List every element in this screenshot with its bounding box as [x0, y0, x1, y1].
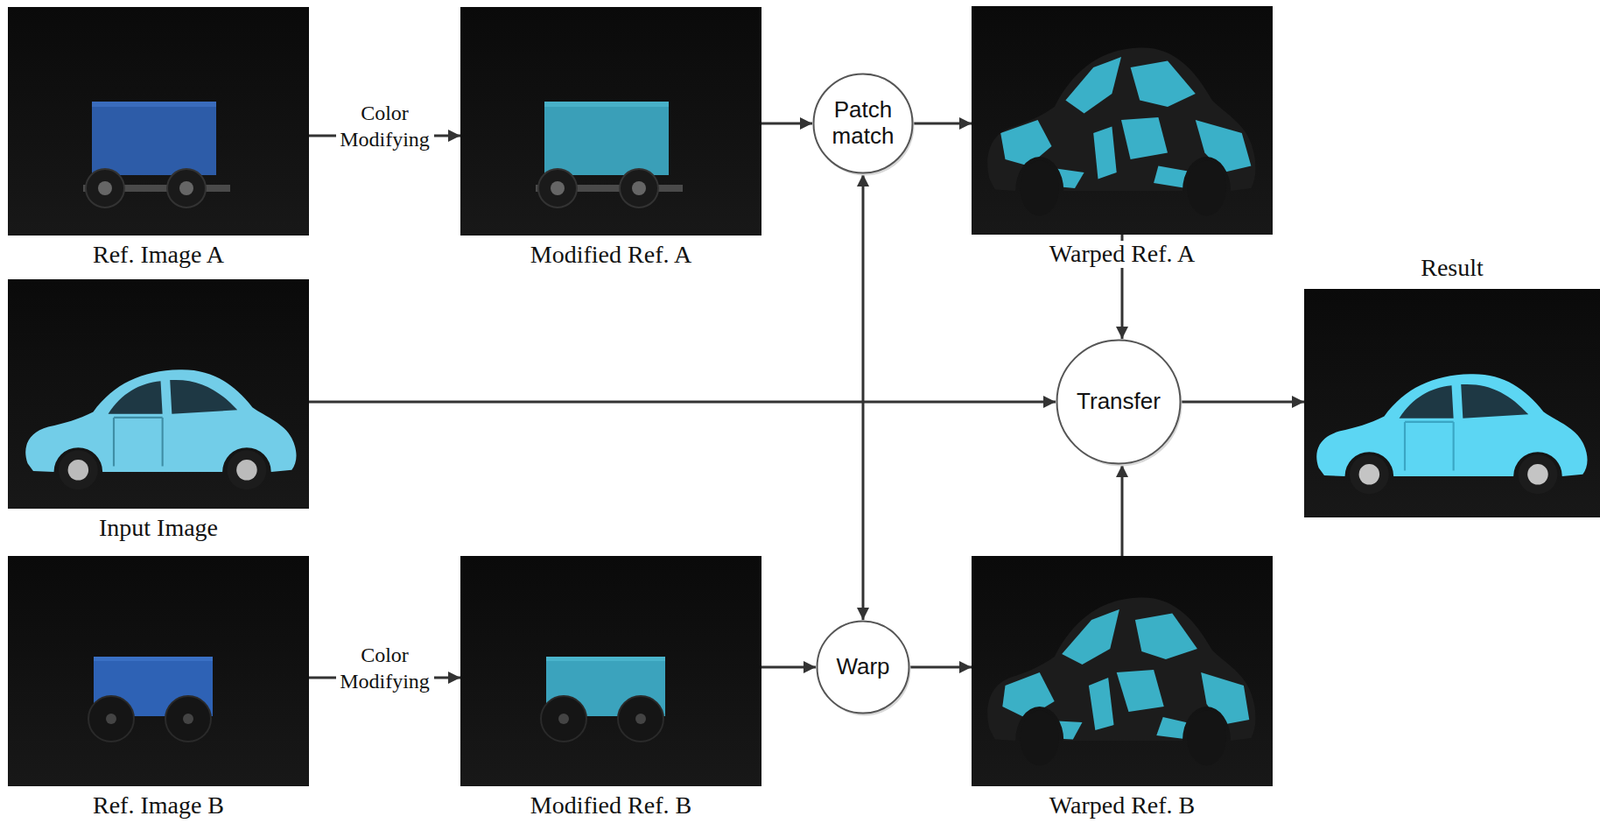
image-caption: Input Image	[95, 514, 222, 542]
flow-arrow	[1181, 400, 1305, 404]
caption-holder: Result	[1251, 254, 1600, 282]
flow-arrow	[913, 122, 972, 126]
image-caption: Result	[1417, 254, 1488, 282]
flow-arrow	[308, 400, 1056, 404]
photo-input-car	[7, 279, 309, 509]
edge-label: Color Modifying	[336, 99, 435, 153]
caption-holder: Modified Ref. B	[407, 792, 815, 820]
flow-arrow	[862, 174, 865, 620]
image-panel: Ref. Image B	[7, 555, 309, 786]
process-label: Warp	[825, 653, 901, 681]
circle-border	[1057, 340, 1181, 464]
circle-border	[817, 621, 910, 714]
photo-result-car	[1304, 288, 1600, 518]
process-circle: Warp	[815, 619, 911, 715]
process-circle: Patch match	[812, 72, 914, 175]
edge-label: Color Modifying	[336, 641, 435, 695]
caption-holder: Warped Ref. B	[919, 792, 1326, 820]
image-caption: Warped Ref. A	[1045, 240, 1199, 268]
image-caption: Warped Ref. B	[1045, 792, 1199, 820]
image-panel: Modified Ref. A	[460, 7, 762, 236]
process-label: Transfer	[1067, 388, 1169, 415]
photo-toy-block	[460, 555, 762, 786]
image-panel: Warped Ref. B	[971, 555, 1273, 786]
caption-holder: Input Image	[0, 514, 362, 542]
flow-arrow	[761, 122, 813, 126]
photo-toy-block	[7, 555, 309, 786]
image-panel: Result	[1304, 288, 1600, 518]
photo-toy-block	[7, 7, 309, 236]
caption-holder: Ref. Image B	[0, 792, 362, 820]
image-panel: Input Image	[7, 279, 309, 509]
flow-arrow	[910, 666, 972, 669]
photo-warped-car	[971, 555, 1273, 786]
image-panel: Ref. Image A	[7, 7, 309, 236]
caption-holder: Ref. Image A	[0, 241, 362, 269]
photo-toy-block	[460, 7, 762, 236]
image-caption: Ref. Image B	[89, 792, 228, 820]
caption-holder: Warped Ref. A	[919, 240, 1326, 268]
flow-arrow	[1121, 464, 1124, 556]
process-circle: Transfer	[1055, 338, 1182, 465]
caption-holder: Modified Ref. A	[407, 241, 815, 269]
process-label: Patch match	[822, 97, 905, 150]
image-caption: Modified Ref. B	[526, 792, 695, 820]
image-panel: Modified Ref. B	[460, 555, 762, 786]
photo-warped-car	[971, 6, 1273, 235]
image-panel: Warped Ref. A	[971, 6, 1273, 235]
image-caption: Ref. Image A	[89, 241, 228, 269]
image-caption: Modified Ref. A	[526, 241, 695, 269]
circle-border	[814, 74, 913, 174]
flow-arrow	[761, 666, 816, 669]
